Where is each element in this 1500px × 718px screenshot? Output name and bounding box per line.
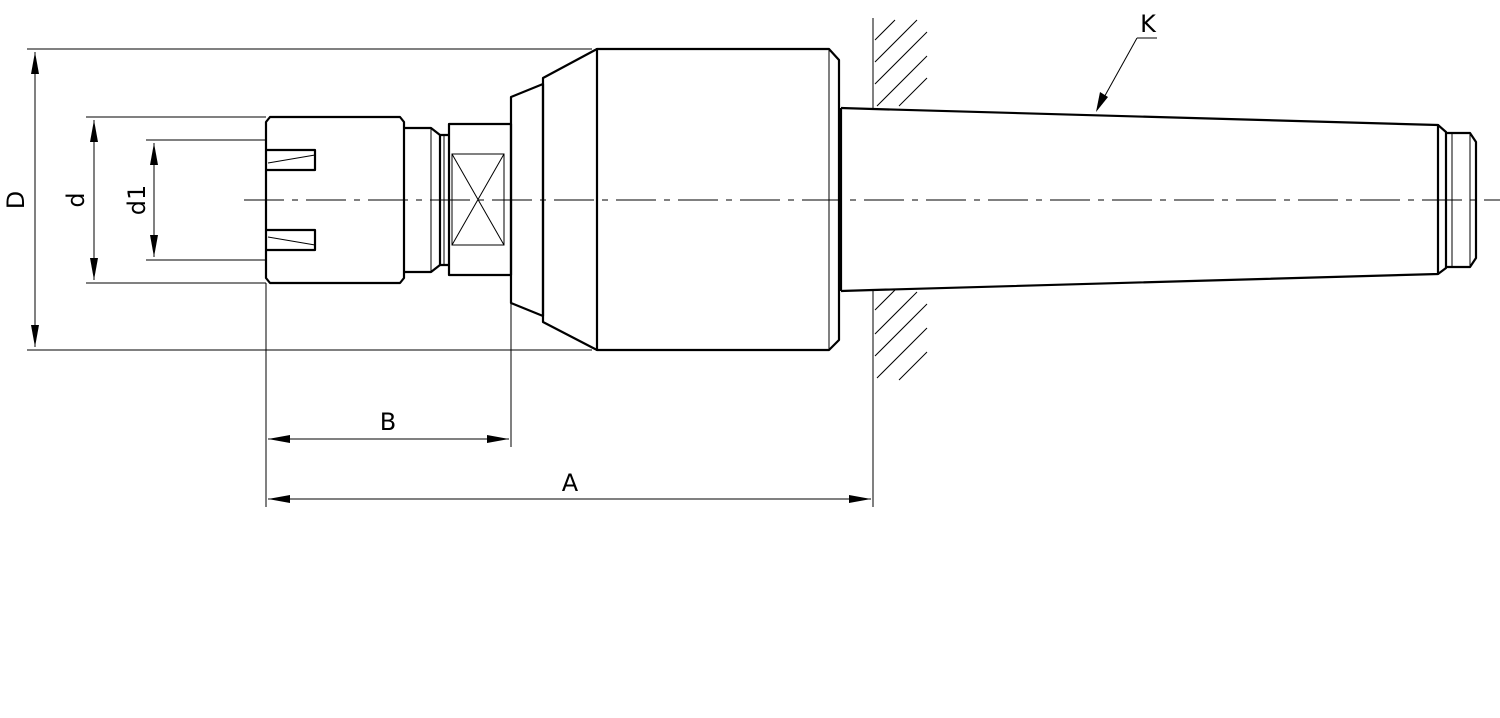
dimension-B: B	[268, 408, 509, 443]
leader-K: K	[1096, 10, 1157, 112]
label-d1: d1	[123, 185, 151, 216]
dimension-d1: d1	[123, 139, 266, 261]
label-A: A	[562, 469, 579, 497]
label-d: d	[62, 192, 90, 207]
label-K: K	[1140, 10, 1157, 38]
dimension-d: d	[62, 116, 266, 284]
dimension-D: D	[2, 48, 592, 351]
wall-section	[872, 18, 928, 381]
hatch-bottom	[874, 289, 928, 381]
label-B: B	[380, 408, 396, 436]
collet-head	[264, 115, 406, 285]
dimension-A: A	[268, 469, 871, 503]
hatch-top	[874, 19, 928, 107]
label-D: D	[2, 191, 30, 209]
